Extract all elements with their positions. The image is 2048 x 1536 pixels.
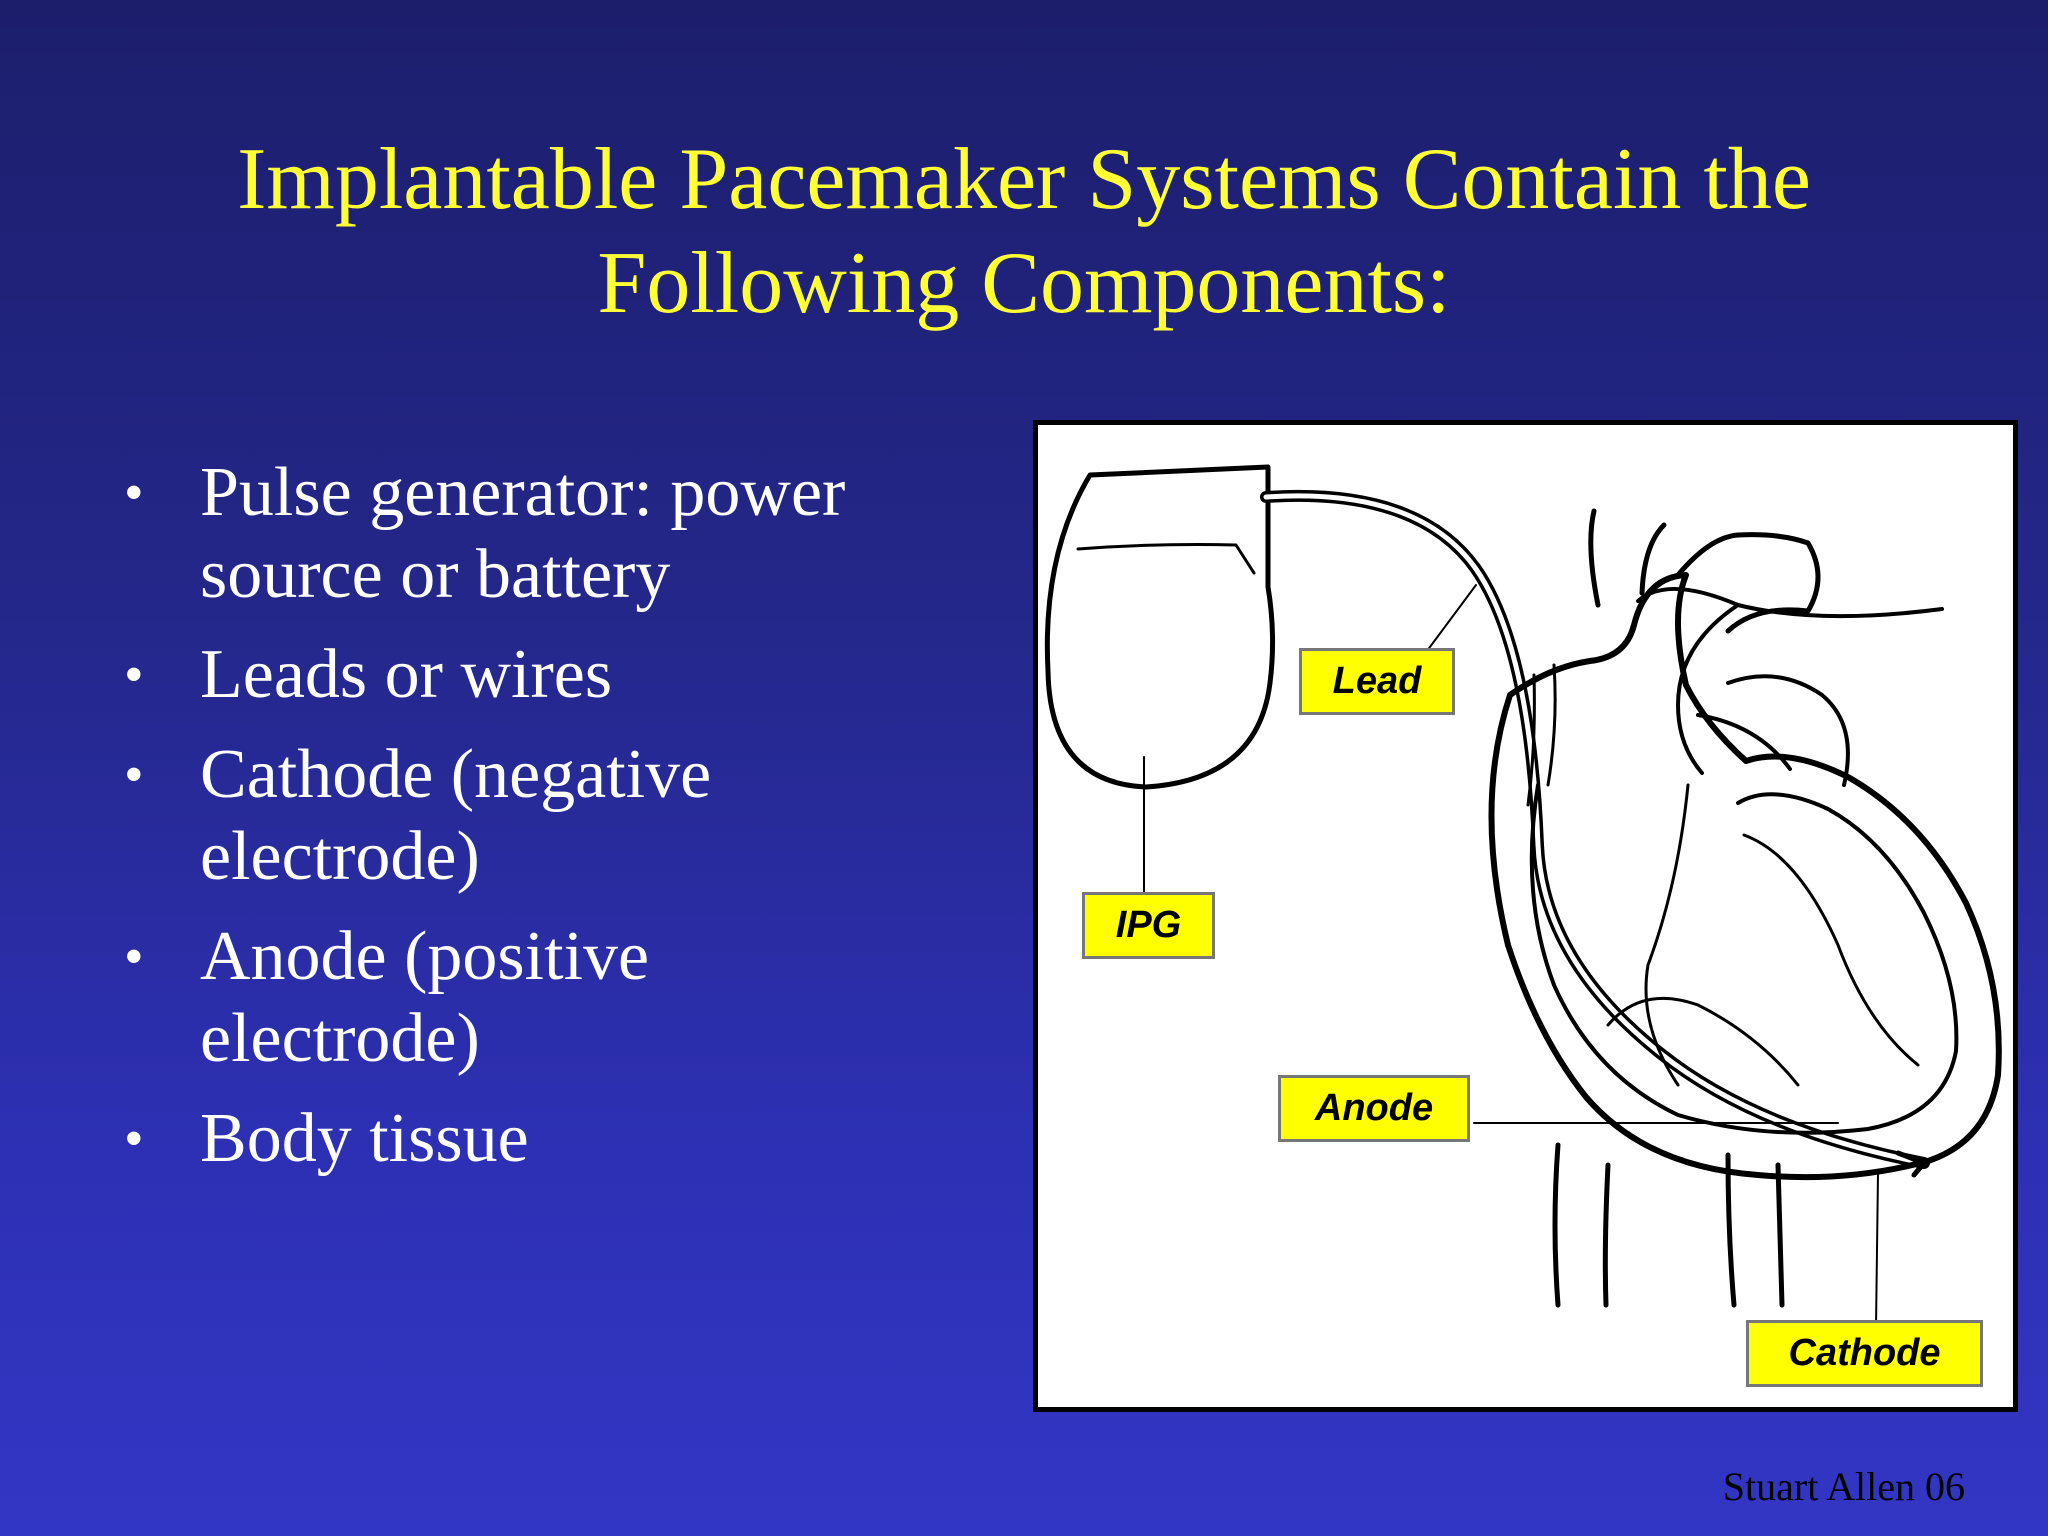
lead-label: Lead <box>1299 648 1455 715</box>
list-item: • Pulse generator: power source or batte… <box>120 452 1020 616</box>
bullet-marker: • <box>124 744 144 806</box>
list-item-text-line-1: Pulse generator: power <box>200 454 846 531</box>
slide-title-line-2: Following Components: <box>597 235 1451 332</box>
ipg-header-line <box>1076 543 1256 575</box>
aortic-arch <box>1636 586 1944 775</box>
list-item-text-line-2: source or battery <box>200 536 671 613</box>
septum <box>1644 783 1690 1087</box>
electrode-tip <box>1895 1150 1927 1178</box>
list-item: • Leads or wires <box>120 634 1020 716</box>
pacemaker-diagram: Lead IPG Anode Cathode <box>1033 420 2018 1412</box>
chamber-line <box>1742 833 1920 1067</box>
list-item-text-line-2: electrode) <box>200 818 480 895</box>
component-list: • Pulse generator: power source or batte… <box>120 452 1020 1198</box>
list-item-text-line-1: Body tissue <box>200 1100 529 1177</box>
heart-inner-wall <box>1529 783 1959 1135</box>
ipg-label: IPG <box>1082 892 1215 959</box>
chamber-line <box>1606 996 1800 1087</box>
cathode-label: Cathode <box>1746 1320 1983 1387</box>
list-item: • Cathode (negative electrode) <box>120 734 1020 898</box>
list-item-text-line-1: Cathode (negative <box>200 736 712 813</box>
slide-title: Implantable Pacemaker Systems Contain th… <box>0 128 2048 336</box>
bullet-marker: • <box>124 1108 144 1170</box>
bullet-marker: • <box>124 926 144 988</box>
slide-title-line-1: Implantable Pacemaker Systems Contain th… <box>237 131 1811 228</box>
anode-label: Anode <box>1278 1075 1470 1142</box>
lead-wire-core <box>1263 493 1927 1166</box>
author-credit: Stuart Allen 06 <box>1722 1464 1965 1509</box>
pacemaker-heart-drawing <box>1044 464 2002 1328</box>
list-item-text-line-1: Leads or wires <box>200 636 613 713</box>
list-item: • Body tissue <box>120 1098 1020 1180</box>
bullet-marker: • <box>124 644 144 706</box>
cathode-leader-line <box>1875 1172 1879 1328</box>
list-item-text-line-2: electrode) <box>200 1000 480 1077</box>
list-item-text-line-1: Anode (positive <box>200 918 650 995</box>
ipg-body-outline <box>1044 464 1276 790</box>
bullet-marker: • <box>124 462 144 524</box>
list-item: • Anode (positive electrode) <box>120 916 1020 1080</box>
lead-leader-line <box>1423 584 1477 656</box>
pulmonary-artery <box>1696 674 1850 787</box>
inferior-vena-cava <box>1552 1142 1785 1308</box>
vena-cava <box>1526 663 1557 807</box>
heart-outline <box>1488 572 2002 1181</box>
